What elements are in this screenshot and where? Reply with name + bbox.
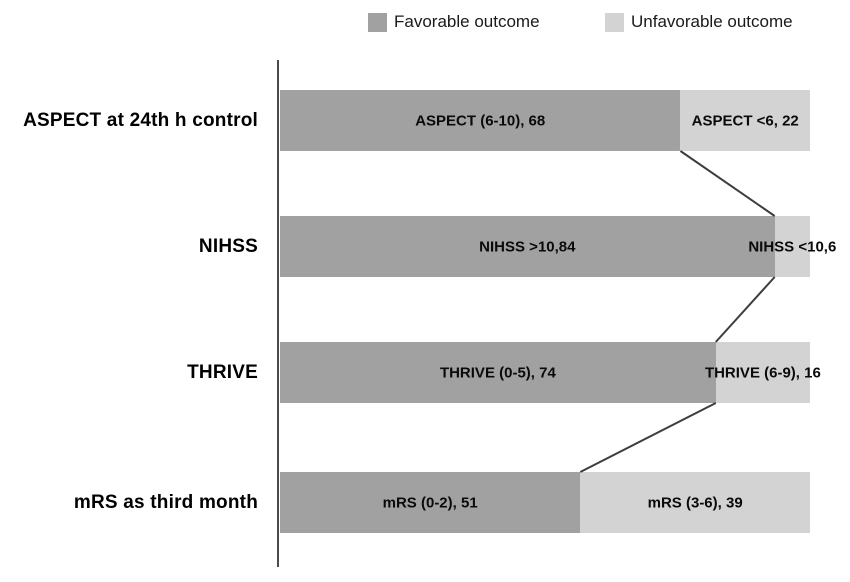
segment-label: ASPECT (6-10), 68 xyxy=(415,112,546,129)
segment-label: NIHSS >10,84 xyxy=(479,238,576,255)
favorable-color-swatch xyxy=(368,12,387,32)
favorable-segment: NIHSS >10,84 xyxy=(280,216,775,277)
segment-label: ASPECT <6, 22 xyxy=(691,112,799,129)
legend-label-favorable: Favorable outcome xyxy=(394,12,540,31)
unfavorable-color-swatch xyxy=(605,12,624,32)
unfavorable-segment: NIHSS <10,6 xyxy=(748,216,836,277)
stacked-bar: mRS (0-2), 51 mRS (3-6), 39 xyxy=(280,472,810,533)
unfavorable-segment: mRS (3-6), 39 xyxy=(580,472,810,533)
favorable-segment: ASPECT (6-10), 68 xyxy=(280,90,681,151)
legend-label-unfavorable: Unfavorable outcome xyxy=(631,12,793,31)
segment-label: NIHSS <10,6 xyxy=(748,238,837,255)
segment-label: mRS (3-6), 39 xyxy=(647,494,743,511)
y-axis-line xyxy=(277,60,279,567)
favorable-segment: THRIVE (0-5), 74 xyxy=(280,342,716,403)
legend-item-favorable: Favorable outcome xyxy=(368,12,540,32)
favorable-segment: mRS (0-2), 51 xyxy=(280,472,581,533)
stacked-bar: NIHSS >10,84 NIHSS <10,6 xyxy=(280,216,836,277)
stacked-bar: THRIVE (0-5), 74 THRIVE (6-9), 16 xyxy=(280,342,821,403)
legend-item-unfavorable: Unfavorable outcome xyxy=(605,12,793,32)
category-label: THRIVE xyxy=(187,361,258,383)
unfavorable-segment: THRIVE (6-9), 16 xyxy=(705,342,821,403)
unfavorable-segment: ASPECT <6, 22 xyxy=(680,90,810,151)
stacked-bar: ASPECT (6-10), 68 ASPECT <6, 22 xyxy=(280,90,810,151)
category-label: mRS as third month xyxy=(73,491,258,513)
segment-label: mRS (0-2), 51 xyxy=(382,494,478,511)
segment-label: THRIVE (0-5), 74 xyxy=(439,364,556,381)
category-label: ASPECT at 24th h control xyxy=(23,109,258,131)
category-label: NIHSS xyxy=(198,235,258,257)
segment-label: THRIVE (6-9), 16 xyxy=(704,364,821,381)
